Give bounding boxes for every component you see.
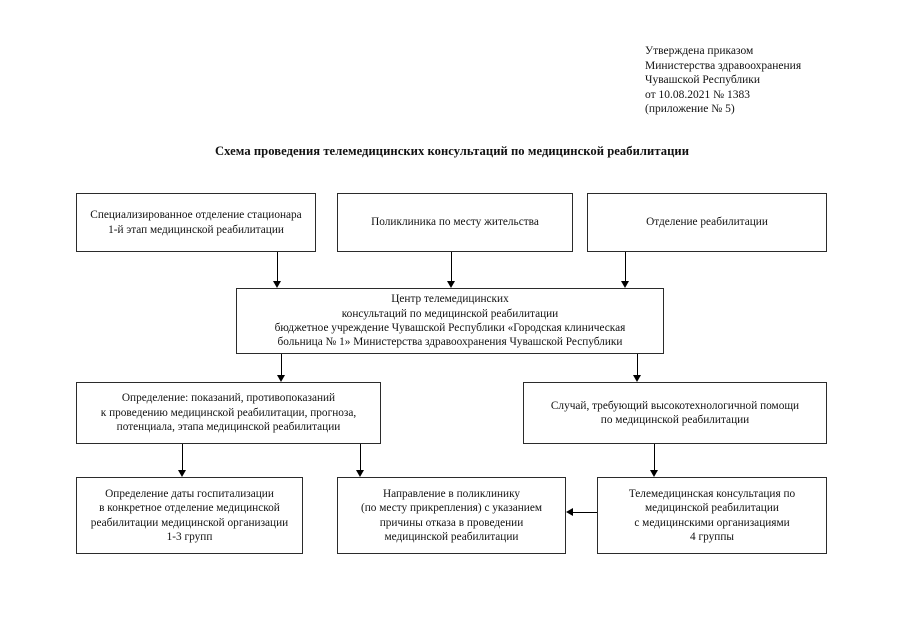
node-telemed-center-line-1: Центр телемедицинских	[391, 293, 509, 306]
approval-line-1: Утверждена приказом	[645, 45, 754, 57]
node-high-tech-case-line-1: Случай, требующий высокотехнологичной по…	[550, 399, 800, 412]
edge-high-tech-to-consult-arrow	[649, 470, 658, 477]
node-telemed-center-line-3: бюджетное учреждение Чувашской Республик…	[274, 322, 626, 334]
node-high-tech-case: Случай, требующий высокотехнологичной по…	[523, 382, 827, 444]
edge-center-to-high-tech-line	[637, 354, 638, 375]
node-referral-polyclinic: Направление в поликлинику (по месту прик…	[337, 477, 566, 554]
edge-center-to-high-tech-arrow	[632, 375, 641, 382]
node-spec-dept-line-2: 1-й этап медицинской реабилитации	[108, 223, 284, 236]
node-telemed-consult-group4-line-3: с медицинскими организациями	[634, 516, 790, 529]
edge-spec-dept-to-center-line	[277, 252, 278, 281]
edge-consult-to-referral-line	[572, 512, 597, 513]
node-spec-dept: Специализированное отделение стационара …	[76, 193, 316, 252]
node-rehab-dept-line-1: Отделение реабилитации	[646, 216, 768, 229]
approval-line-3: Чувашской Республики	[645, 74, 761, 87]
node-determination-line-1: Определение: показаний, противопоказаний	[121, 392, 336, 405]
approval-line-2: Министерства здравоохранения	[645, 59, 802, 72]
node-hospitalization-date: Определение даты госпитализации в конкре…	[76, 477, 303, 554]
edge-determination-to-hospitalization-line	[182, 444, 183, 470]
edge-spec-dept-to-center-arrow	[272, 281, 281, 288]
edge-determination-to-referral-line	[360, 444, 361, 470]
node-telemed-consult-group4-line-2: медицинской реабилитации	[645, 502, 779, 515]
node-hospitalization-date-line-4: 1-3 групп	[166, 530, 213, 543]
node-telemed-center: Центр телемедицинских консультаций по ме…	[236, 288, 664, 354]
node-telemed-center-line-4: больница № 1» Министерства здравоохранен…	[277, 336, 623, 349]
node-determination-line-2: к проведению медицинской реабилитации, п…	[100, 406, 357, 419]
node-rehab-dept: Отделение реабилитации	[587, 193, 827, 252]
node-determination-line-3: потенциала, этапа медицинской реабилитац…	[116, 421, 341, 434]
edge-high-tech-to-consult-line	[654, 444, 655, 470]
node-spec-dept-line-1: Специализированное отделение стационара	[90, 209, 302, 222]
node-telemed-consult-group4-line-1: Телемедицинская консультация по	[628, 487, 796, 500]
node-referral-polyclinic-line-2: (по месту прикрепления) с указанием	[360, 502, 542, 515]
node-polyclinic: Поликлиника по месту жительства	[337, 193, 573, 252]
node-referral-polyclinic-line-4: медицинской реабилитации	[384, 530, 519, 543]
edge-consult-to-referral-arrow	[566, 507, 573, 516]
edge-polyclinic-to-center-line	[451, 252, 452, 281]
node-hospitalization-date-line-2: в конкретное отделение медицинской	[99, 502, 280, 515]
edge-center-to-determination-arrow	[276, 375, 285, 382]
node-telemed-consult-group4: Телемедицинская консультация по медицинс…	[597, 477, 827, 554]
node-telemed-center-line-2: консультаций по медицинской реабилитации	[341, 307, 559, 320]
node-referral-polyclinic-line-3: причины отказа в проведении	[379, 516, 524, 529]
node-referral-polyclinic-line-1: Направление в поликлинику	[382, 487, 521, 500]
node-determination: Определение: показаний, противопоказаний…	[76, 382, 381, 444]
edge-determination-to-hospitalization-arrow	[177, 470, 186, 477]
edge-polyclinic-to-center-arrow	[446, 281, 455, 288]
edge-determination-to-referral-arrow	[355, 470, 364, 477]
approval-line-4: от 10.08.2021 № 1383	[645, 88, 750, 101]
node-polyclinic-line-1: Поликлиника по месту жительства	[371, 216, 539, 229]
page-title: Схема проведения телемедицинских консуль…	[214, 144, 690, 158]
edge-rehab-dept-to-center-line	[625, 252, 626, 281]
node-hospitalization-date-line-3: реабилитации медицинской организации	[90, 516, 289, 529]
edge-rehab-dept-to-center-arrow	[620, 281, 629, 288]
approval-line-5: (приложение № 5)	[645, 103, 735, 116]
node-high-tech-case-line-2: по медицинской реабилитации	[600, 414, 750, 426]
node-telemed-consult-group4-line-4: 4 группы	[690, 530, 734, 543]
approval-block: Утверждена приказом Министерства здравоо…	[645, 44, 895, 117]
node-hospitalization-date-line-1: Определение даты госпитализации	[105, 487, 274, 500]
edge-center-to-determination-line	[281, 354, 282, 375]
